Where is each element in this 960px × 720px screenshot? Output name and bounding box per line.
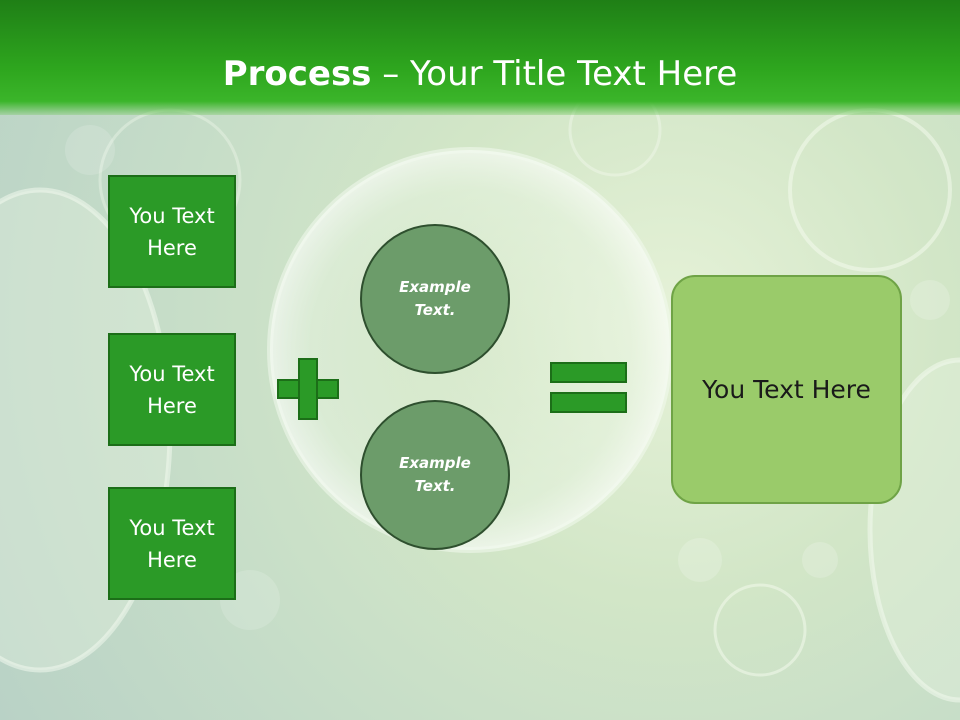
left-box-2: You Text Here xyxy=(108,333,236,446)
title-bar: Process – Your Title Text Here xyxy=(0,0,960,115)
left-box-label: You Text Here xyxy=(129,515,215,572)
title-bold: Process xyxy=(222,54,372,94)
example-circle-1: Example Text. xyxy=(360,224,510,374)
left-box-1: You Text Here xyxy=(108,175,236,288)
left-box-label: You Text Here xyxy=(129,203,215,260)
circle-label: Example Text. xyxy=(399,454,471,495)
result-label: You Text Here xyxy=(702,375,871,404)
circle-label: Example Text. xyxy=(399,278,471,319)
left-box-3: You Text Here xyxy=(108,487,236,600)
left-box-label: You Text Here xyxy=(129,361,215,418)
title-rest: – Your Title Text Here xyxy=(371,54,738,94)
result-box: You Text Here xyxy=(671,275,902,504)
example-circle-2: Example Text. xyxy=(360,400,510,550)
slide-title: Process – Your Title Text Here xyxy=(0,52,960,96)
